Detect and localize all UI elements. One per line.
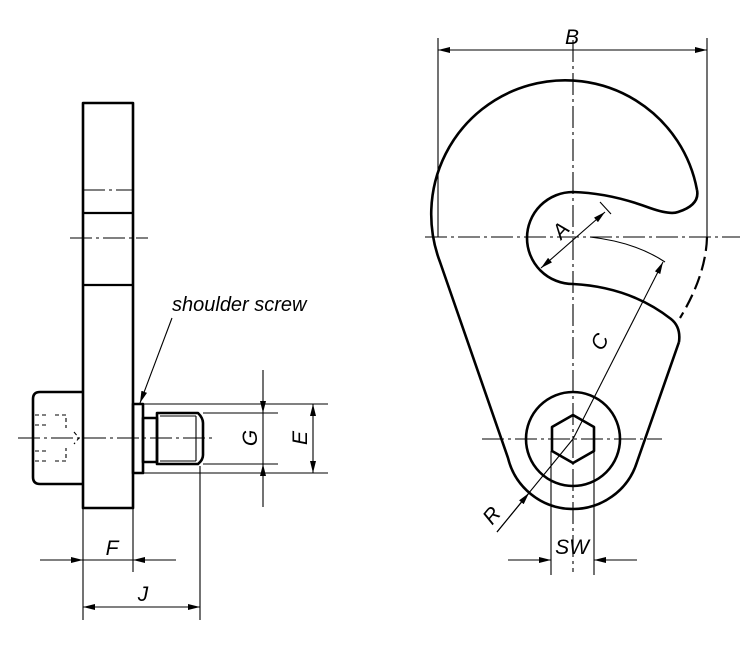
thread bbox=[155, 411, 205, 466]
dimension-r-arrow bbox=[496, 492, 530, 533]
hook-slot bbox=[525, 189, 699, 343]
dimension-c-line bbox=[572, 261, 664, 440]
shaft bbox=[141, 416, 159, 464]
dimension-a-label: A bbox=[547, 218, 575, 245]
front-view: B A C R SW bbox=[425, 26, 740, 575]
shoulder-screw-label: shoulder screw bbox=[172, 294, 308, 316]
arc-extension bbox=[589, 236, 666, 263]
dimension-r-label: R bbox=[478, 503, 505, 529]
dimension-g-label: G bbox=[239, 430, 262, 446]
dimension-sw-label: SW bbox=[555, 536, 591, 559]
dimension-a-line bbox=[540, 211, 606, 269]
dimension-c-label: C bbox=[587, 329, 615, 354]
disc-body bbox=[81, 101, 135, 510]
dimension-j-label: J bbox=[137, 583, 149, 606]
cam-outline bbox=[429, 79, 699, 511]
dimension-b-label: B bbox=[565, 26, 579, 49]
dimension-f-label: F bbox=[106, 537, 120, 560]
hidden-contour bbox=[679, 236, 709, 319]
leader-line bbox=[139, 317, 173, 404]
extension-line bbox=[599, 201, 612, 215]
side-view: shoulder screw G E F J bbox=[18, 101, 328, 620]
dimension-e-label: E bbox=[289, 430, 312, 445]
